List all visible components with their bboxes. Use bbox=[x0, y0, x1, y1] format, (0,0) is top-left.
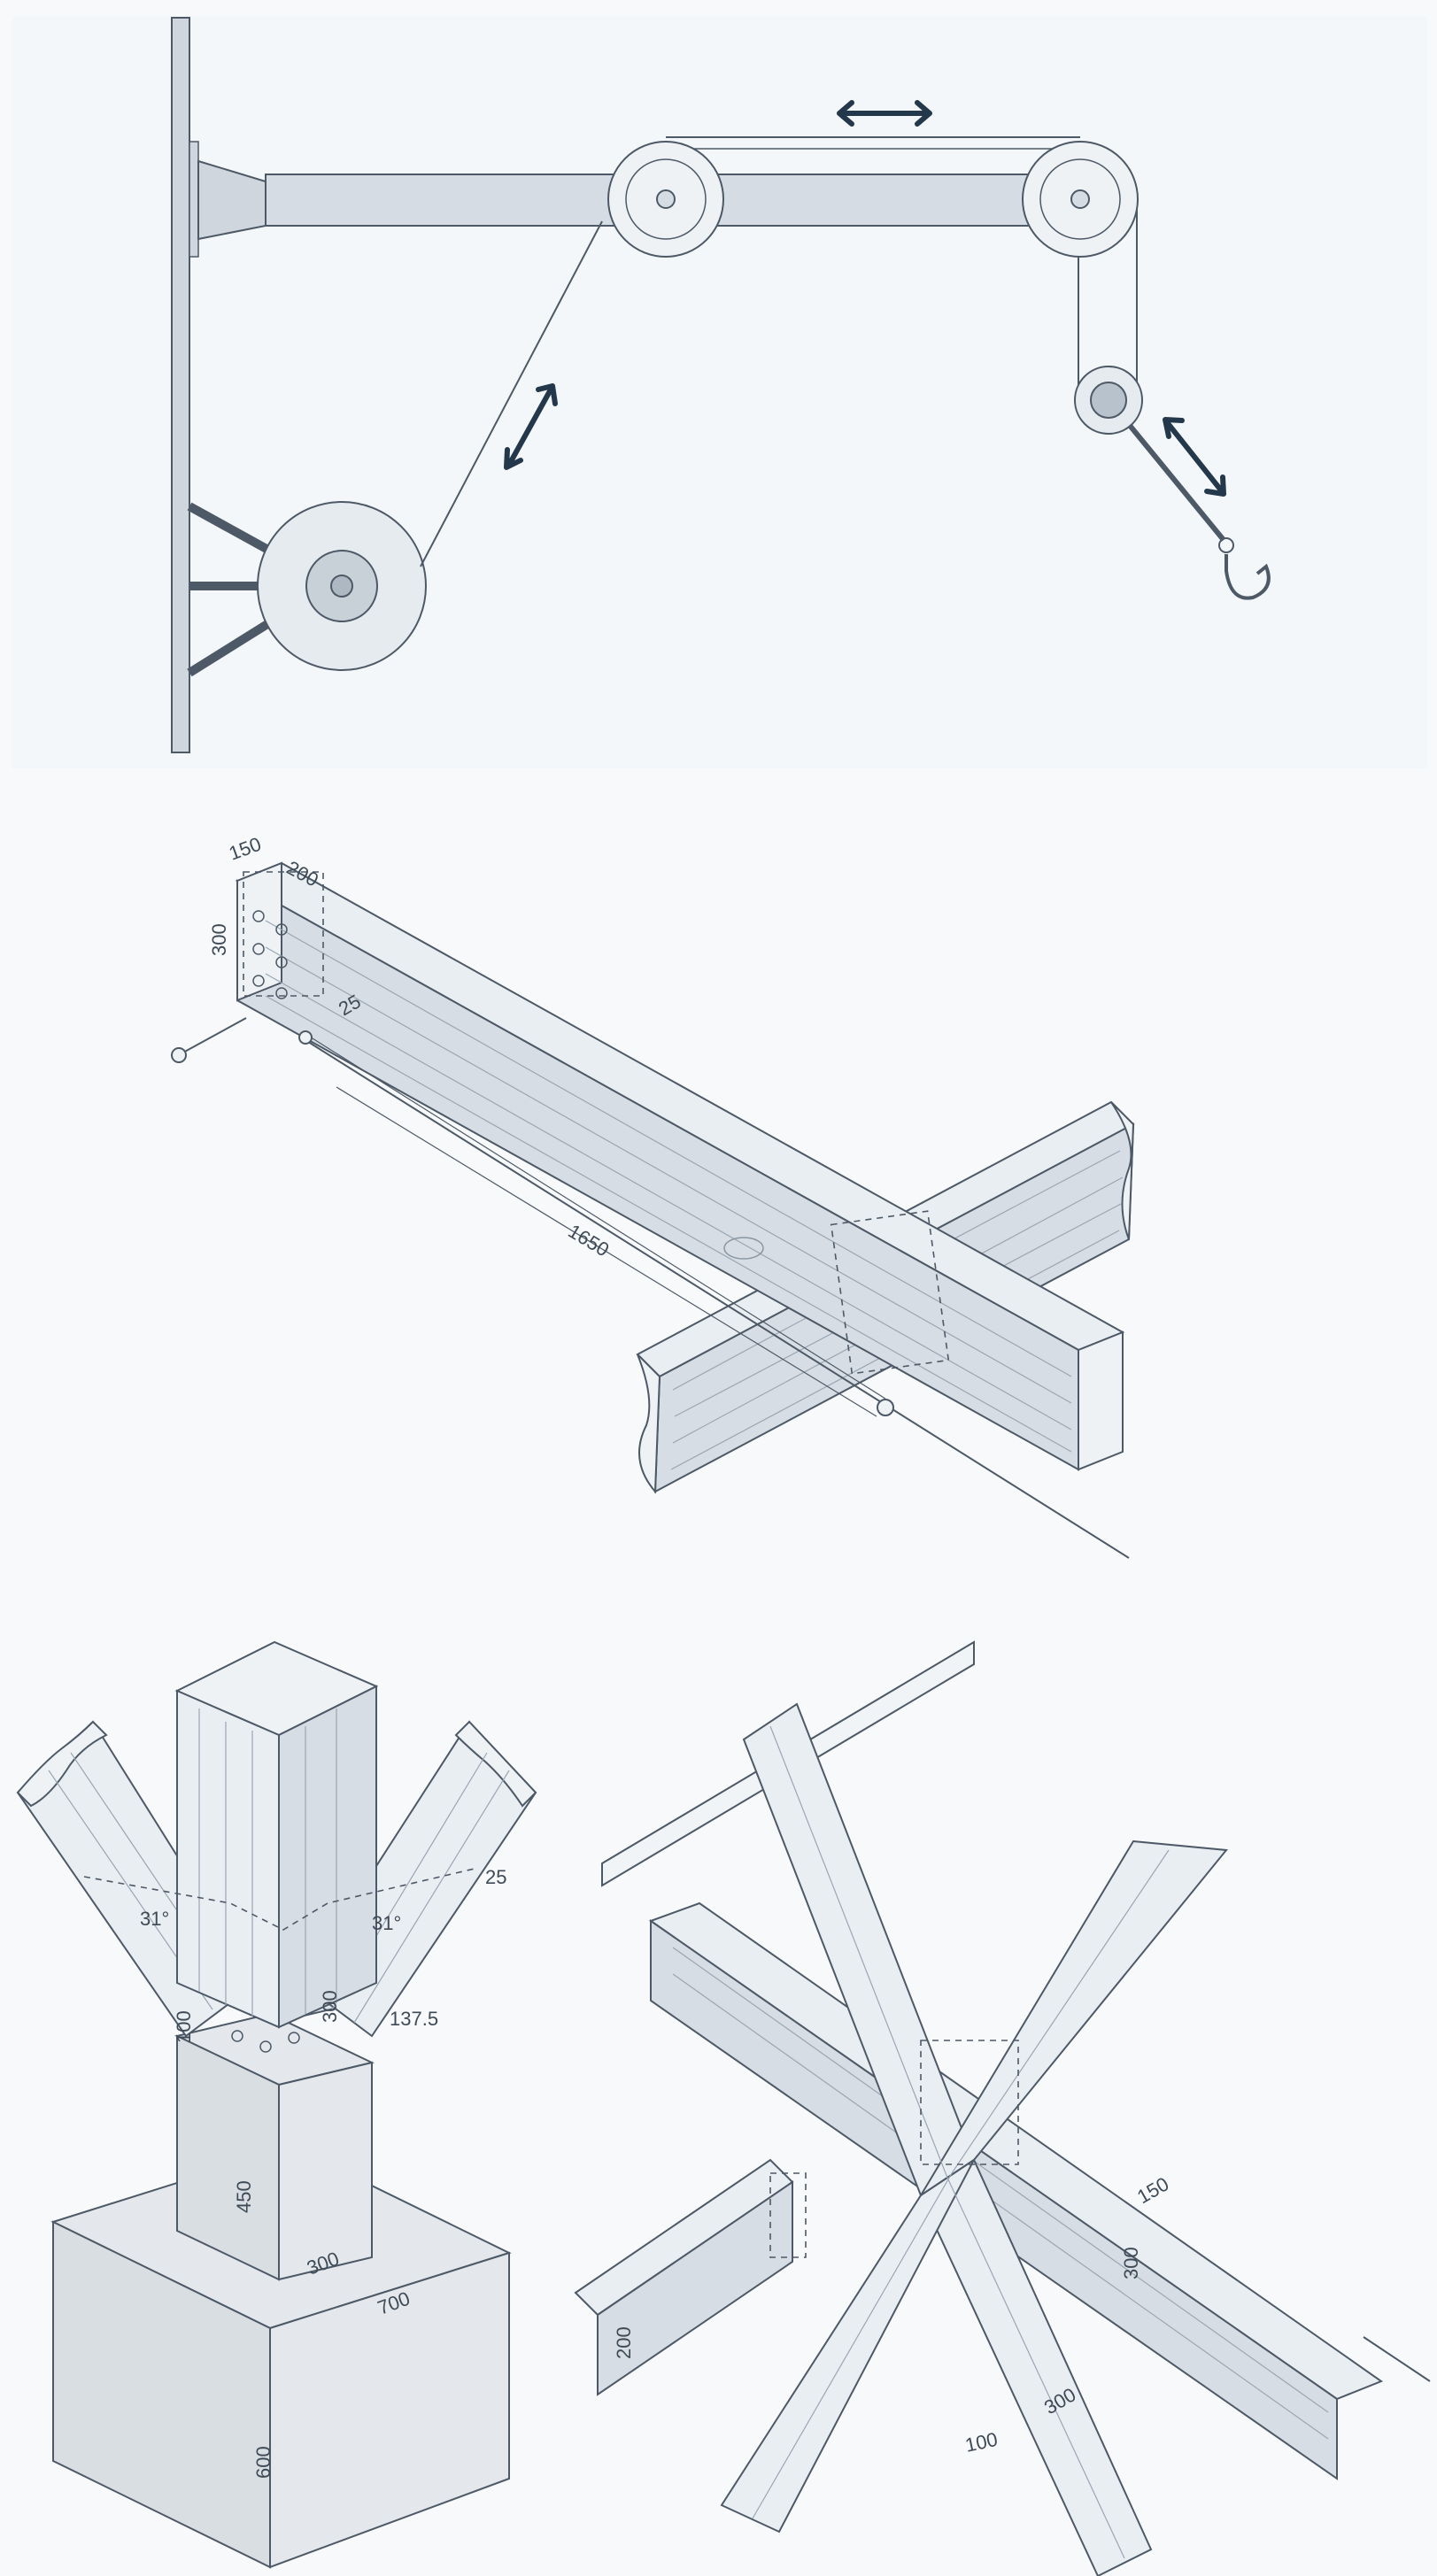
anchor-bolt-3 bbox=[288, 2032, 300, 2044]
dim-beam-width-150: 150 bbox=[1133, 2172, 1172, 2208]
dim-beam-height-300: 300 bbox=[1120, 2247, 1142, 2279]
tension-rod-inner bbox=[305, 1033, 886, 1400]
hoist-panel bbox=[12, 16, 1427, 768]
joint-hidden-outline bbox=[830, 1210, 950, 1375]
main-beam-grain bbox=[265, 920, 1072, 1453]
hook-eye bbox=[1218, 537, 1234, 553]
rear-rail bbox=[1363, 2336, 1431, 2382]
cross-beam-end-left bbox=[637, 1354, 661, 1494]
wall-plate bbox=[189, 141, 199, 258]
rod-anchor-bottom bbox=[877, 1399, 894, 1416]
pedestal-side bbox=[278, 2061, 373, 2281]
main-beam-far-end bbox=[1078, 1330, 1124, 1471]
dim-plate-offset: 137.5 bbox=[390, 2008, 438, 2030]
column-side bbox=[278, 1685, 377, 2029]
pulley-left-axle bbox=[656, 189, 676, 209]
left-brace-end bbox=[16, 1720, 108, 1808]
dim-beam-width: 150 bbox=[226, 833, 264, 865]
dim-footing-height: 600 bbox=[252, 2446, 274, 2479]
beam-joint-panel: 1650 150 200 300 25 bbox=[171, 833, 1135, 1559]
main-beam-top bbox=[235, 861, 1125, 1352]
long-beam-side bbox=[650, 1919, 1338, 2480]
pulley-hook-hub bbox=[1090, 382, 1127, 419]
dim-plate-height: 300 bbox=[319, 1990, 341, 2023]
dim-beam-height: 300 bbox=[208, 923, 230, 956]
strut-upper-right bbox=[920, 1839, 1228, 2196]
winch-brace-upper bbox=[187, 502, 277, 558]
side-brace-side bbox=[597, 2180, 793, 2396]
node-plate-outline bbox=[920, 2040, 1019, 2165]
bolt-group bbox=[252, 910, 288, 999]
wall-post bbox=[171, 17, 190, 753]
length-dimension-line bbox=[336, 1086, 877, 1417]
hook-icon bbox=[1225, 554, 1271, 600]
column-base-panel: 25 31° 31° 300 137.5 100 450 300 700 600 bbox=[16, 1640, 537, 2569]
pin-shaft bbox=[181, 1017, 247, 1054]
strut-lower-left bbox=[720, 2159, 975, 2534]
rod-anchor-top bbox=[298, 1030, 313, 1045]
right-brace-end bbox=[454, 1720, 537, 1808]
cross-beam-end-right bbox=[1110, 1101, 1135, 1240]
winch-axle bbox=[330, 575, 353, 598]
pulley-left-rim bbox=[625, 158, 707, 240]
tension-rod bbox=[305, 1039, 1130, 1559]
pulley-right-axle bbox=[1070, 189, 1090, 209]
winch-cable bbox=[420, 220, 603, 567]
horizontal-arrow-icon bbox=[837, 100, 932, 127]
dim-plate-depth: 100 bbox=[173, 2010, 195, 2043]
dim-angle-right: 31° bbox=[372, 1912, 401, 1934]
hoist-panel-background bbox=[12, 16, 1427, 768]
pin-head bbox=[171, 1047, 187, 1063]
steel-plate-outline bbox=[243, 871, 324, 997]
diagonal-arrow-icon bbox=[504, 383, 558, 470]
hook-arrow-icon bbox=[1163, 417, 1226, 497]
dim-strut-depth: 100 bbox=[963, 2428, 1000, 2456]
footing-side bbox=[269, 2251, 510, 2569]
strut-node-panel: 150 300 200 300 100 bbox=[574, 1640, 1431, 2576]
column-front bbox=[176, 1689, 280, 2029]
pulley-right-rim bbox=[1039, 158, 1121, 240]
wood-knot bbox=[723, 1237, 764, 1260]
anchor-bolt-2 bbox=[259, 2040, 272, 2053]
dim-edge: 25 bbox=[485, 1866, 506, 1888]
column-grain bbox=[198, 1708, 337, 2017]
dim-column-height: 450 bbox=[233, 2180, 255, 2213]
strut-grain bbox=[752, 1725, 1170, 2559]
long-beam-grain bbox=[672, 1947, 1329, 2440]
dim-angle-left: 31° bbox=[140, 1908, 169, 1930]
side-brace-notch bbox=[769, 2172, 807, 2258]
anchor-bolt-1 bbox=[231, 2030, 243, 2042]
winch-brace-lower bbox=[187, 615, 277, 677]
hidden-plate-lines bbox=[83, 1867, 479, 1931]
dim-brace-height: 200 bbox=[613, 2326, 635, 2359]
dim-beam-length: 1650 bbox=[564, 1220, 613, 1261]
